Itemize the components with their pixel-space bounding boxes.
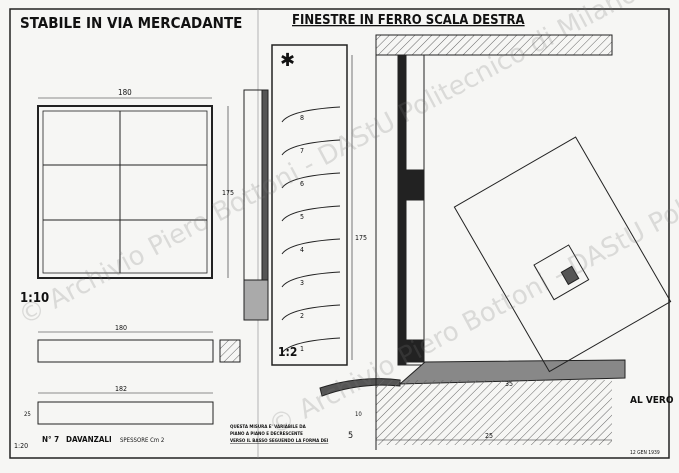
step-profile xyxy=(281,304,341,321)
dim-height: 175 xyxy=(222,189,234,197)
caption-number: N° 7 xyxy=(42,435,59,444)
step-section-panel: ✱ xyxy=(271,44,348,366)
window-side-section xyxy=(243,89,269,321)
step-label: 4 xyxy=(300,246,304,254)
sill-drawings xyxy=(37,331,241,425)
dim-sill-depth: 25 xyxy=(24,411,31,418)
caption-thickness: SPESSORE Cm 2 xyxy=(120,437,164,444)
step-profile xyxy=(281,238,341,255)
step-label: 8 xyxy=(300,114,304,122)
drawing-subtitle: FINESTRE IN FERRO SCALA DESTRA xyxy=(292,13,525,28)
scale-section: 1:2 xyxy=(278,345,297,359)
dim-sill-length: 180 xyxy=(115,324,127,332)
rotated-detail xyxy=(453,136,672,373)
note-line-1: QUESTA MISURA E' VARIABILE DA xyxy=(230,424,307,430)
date-stamp: 12 GEN 1939 xyxy=(630,450,660,456)
step-profile xyxy=(281,271,341,288)
step-label: 5 xyxy=(300,213,304,221)
step-profile xyxy=(281,205,341,222)
step-profile xyxy=(281,139,341,156)
drawing-title: STABILE IN VIA MERCADANTE xyxy=(20,14,242,32)
asterisk-mark: ✱ xyxy=(280,50,295,71)
note-line-3: VERSO IL BASSO SEGUENDO LA FORMA DEI xyxy=(230,438,329,444)
step-label: 1 xyxy=(300,345,304,353)
scale-detail: AL VERO xyxy=(630,395,674,406)
dim-detail-tick: 10 xyxy=(355,411,362,418)
window-elevation xyxy=(37,97,229,279)
caption-item: DAVANZALI xyxy=(66,435,112,444)
step-profiles: 8 7 6 5 4 3 2 1 xyxy=(281,106,341,354)
note-line-2: PIANO A PIANO E DECRESCENTE xyxy=(230,431,303,437)
dim-detail-small: 5 xyxy=(348,431,353,441)
step-profile xyxy=(281,337,341,354)
dim-detail-mid: 35 xyxy=(505,380,513,388)
step-label: 6 xyxy=(300,180,304,188)
dim-width: 180 xyxy=(118,88,132,97)
scale-sill: 1:20 xyxy=(14,442,28,450)
scale-elevation: 1:10 xyxy=(20,291,49,306)
step-label: 2 xyxy=(300,312,304,320)
dim-sill-length-2: 182 xyxy=(115,385,127,393)
step-profile xyxy=(281,106,341,123)
step-label: 3 xyxy=(300,279,304,287)
frame-section xyxy=(319,34,626,450)
sheet-border xyxy=(9,8,670,459)
step-profile xyxy=(281,172,341,189)
step-label: 7 xyxy=(300,147,304,155)
dim-height-2: 175 xyxy=(355,234,367,242)
dim-detail-depth: 25 xyxy=(485,432,493,440)
